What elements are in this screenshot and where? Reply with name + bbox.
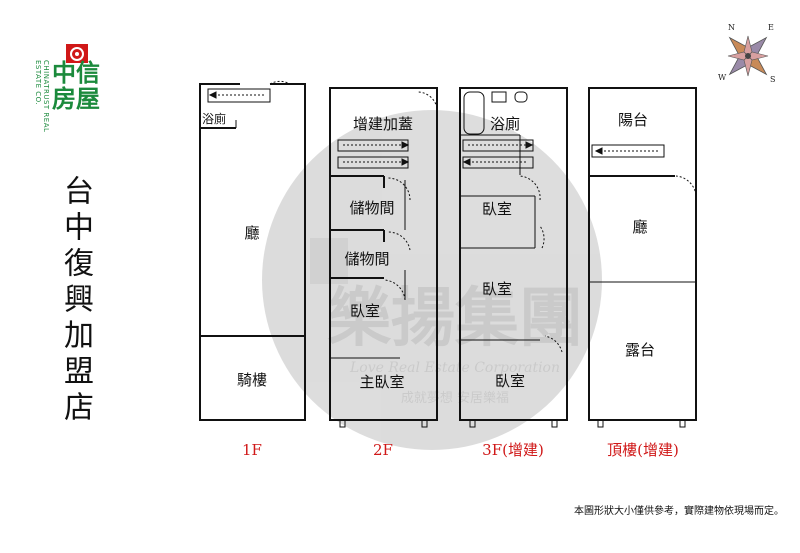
- room-label: 陽台: [618, 111, 648, 129]
- floor-plan-2f: [329, 87, 438, 421]
- room-label: 增建加蓋: [353, 115, 413, 133]
- room-label: 廳: [244, 224, 259, 242]
- room-labels: 浴廁 廳 騎樓 增建加蓋 儲物間 儲物間 臥室 主臥室 浴廁 臥室 臥室 臥室 …: [202, 111, 655, 391]
- floor-plan-3f: [459, 87, 568, 421]
- room-label: 臥室: [482, 280, 512, 298]
- logo-mark-icon: [66, 44, 88, 63]
- stair-2f: [343, 141, 410, 166]
- room-label: 騎樓: [237, 371, 267, 389]
- room-label: 主臥室: [359, 373, 404, 391]
- floor-labels: 1F 2F 3F(增建) 頂樓(增建): [242, 441, 679, 459]
- room-label: 浴廁: [490, 115, 520, 133]
- room-label: 臥室: [350, 302, 380, 320]
- compass-north: N: [728, 23, 735, 32]
- watermark-slogan: 成就夢想 安居樂福: [401, 390, 509, 406]
- stair-rooftop: [594, 147, 660, 155]
- floor-label-1f: 1F: [242, 441, 262, 459]
- compass-west: W: [718, 73, 727, 82]
- floor-label-3f: 3F(增建): [482, 441, 544, 459]
- compass-icon: N E W S: [718, 23, 775, 84]
- compass-south: S: [770, 75, 775, 84]
- compass-east: E: [768, 23, 774, 32]
- brand-name-en: CHINATRUST REAL ESTATE CO.: [34, 60, 50, 133]
- watermark: 樂揚集團 Love Real Estate Corporation 成就夢想 安…: [262, 110, 602, 450]
- floor-plan-1f: [199, 80, 306, 421]
- watermark-name-en: Love Real Estate Corporation: [349, 360, 560, 376]
- room-label: 儲物間: [349, 199, 394, 217]
- watermark-circle: [262, 110, 602, 450]
- watermark-name: 樂揚集團: [327, 281, 583, 356]
- column-markers: [339, 419, 686, 428]
- disclaimer-note: 本圖形狀大小僅供參考，實際建物依現場而定。: [574, 506, 784, 517]
- floor-label-2f: 2F: [373, 441, 393, 459]
- stair-3f: [462, 141, 534, 166]
- room-label: 儲物間: [344, 250, 389, 268]
- brand-name: 中信房屋: [52, 59, 100, 113]
- room-label: 露台: [625, 341, 655, 359]
- floor-label-rooftop: 頂樓(增建): [607, 441, 679, 459]
- room-label: 浴廁: [202, 111, 226, 126]
- floor-plan-rooftop: [588, 87, 697, 421]
- room-label: 臥室: [495, 372, 525, 390]
- room-label: 臥室: [482, 200, 512, 218]
- room-label: 廳: [632, 218, 647, 236]
- store-name: 台中復興加盟店: [58, 175, 93, 427]
- stair-1f: [208, 91, 266, 99]
